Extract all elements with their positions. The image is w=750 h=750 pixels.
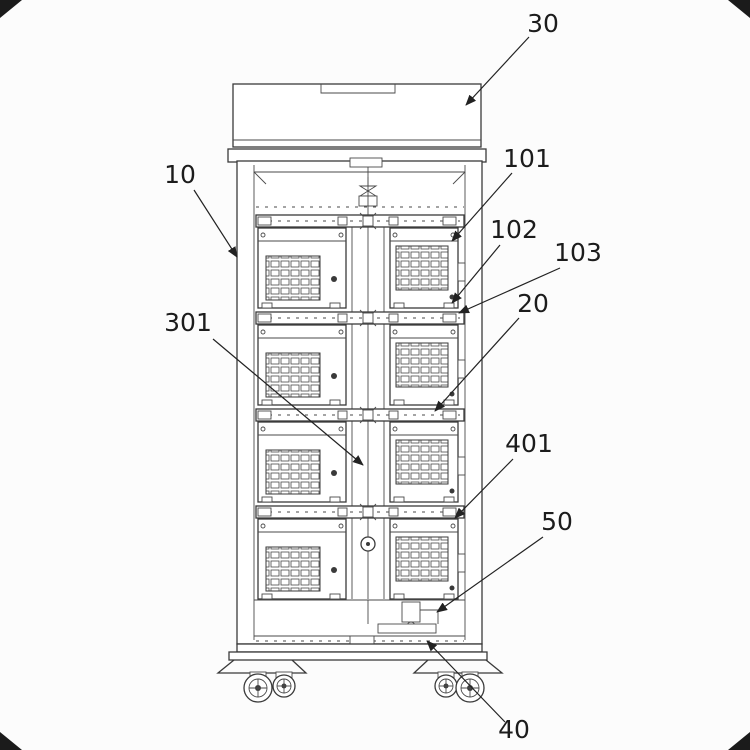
leader-401: [454, 458, 514, 519]
casters: [243, 671, 485, 703]
leader-30: [465, 36, 530, 106]
label-50: 50: [541, 507, 573, 536]
label-401: 401: [505, 429, 553, 458]
center-riser-column: [351, 177, 385, 599]
label-10: 10: [164, 160, 196, 189]
leader-20: [434, 317, 520, 412]
base-frame: [216, 643, 504, 674]
caster-wheel-left-front: [243, 673, 273, 703]
label-103: 103: [554, 238, 602, 267]
top-hood: [232, 83, 482, 148]
leader-lines: [193, 36, 561, 723]
leader-301: [212, 338, 364, 466]
label-101: 101: [503, 144, 551, 173]
leader-10: [193, 189, 238, 258]
bottom-service-bay: [254, 599, 465, 645]
leader-103: [458, 267, 561, 314]
label-102: 102: [490, 215, 538, 244]
label-40: 40: [498, 715, 530, 744]
leader-40: [426, 640, 506, 723]
label-30: 30: [527, 9, 559, 38]
leader-50: [436, 536, 544, 613]
caster-wheel-right-rear: [434, 674, 458, 698]
label-301: 301: [164, 308, 212, 337]
caster-wheel-right-front: [455, 673, 485, 703]
caster-wheel-left-rear: [272, 674, 296, 698]
reference-labels: 30 10 101 102 103 20 301 401 50 40: [164, 9, 602, 744]
label-20: 20: [517, 289, 549, 318]
leader-102: [451, 244, 501, 304]
riser-gauge: [360, 536, 376, 552]
cabinet-drawing: [216, 83, 504, 703]
leader-101: [451, 172, 513, 242]
